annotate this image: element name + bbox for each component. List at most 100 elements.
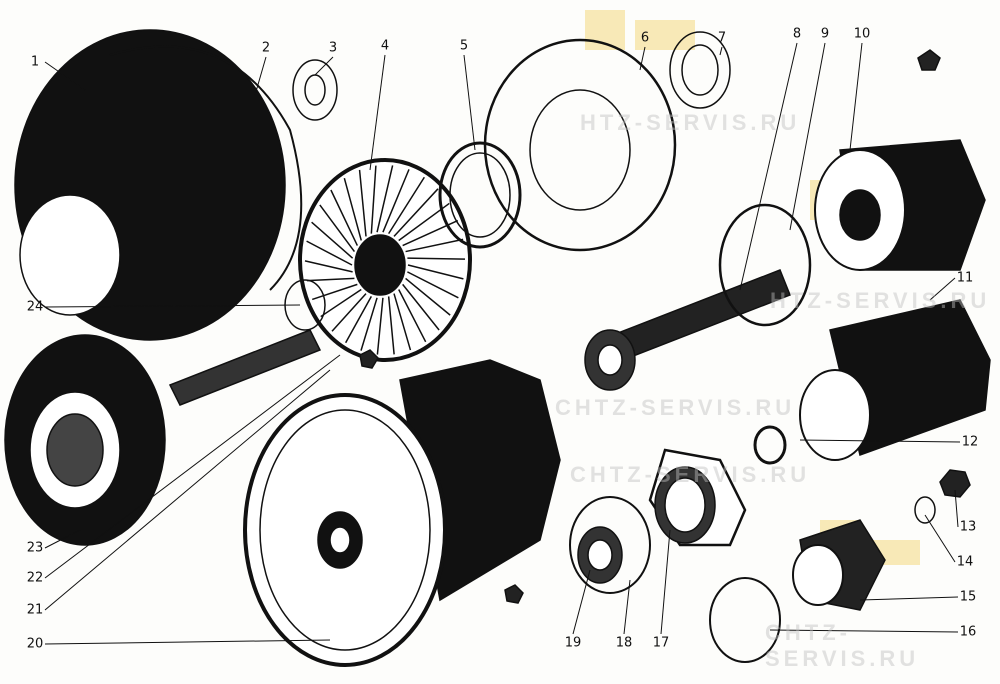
callout-label: 2	[261, 40, 271, 56]
leader-line	[719, 46, 723, 56]
callout-label: 10	[853, 26, 871, 42]
callout-label: 16	[959, 624, 977, 640]
disk-spoke	[360, 297, 378, 351]
part-1-drum	[14, 29, 286, 341]
leader-line	[769, 629, 959, 633]
part-17-nut	[648, 448, 747, 547]
callout-label: 15	[959, 589, 977, 605]
callout-label: 22	[26, 570, 44, 586]
watermark: CHTZ-SERVIS.RU	[555, 395, 796, 420]
leader-line	[929, 277, 956, 301]
disk-spoke	[405, 277, 451, 316]
part-13-nut	[939, 469, 971, 498]
nut	[917, 49, 941, 71]
disk-spoke	[306, 240, 353, 266]
callout-label: 11	[956, 270, 974, 286]
disk-spoke	[304, 260, 353, 273]
nut	[504, 584, 524, 604]
disk-spoke	[405, 238, 464, 253]
leader-line	[572, 569, 591, 635]
leader-line	[44, 304, 301, 308]
part-2-flange	[109, 45, 303, 291]
watermark: HTZ-SERVIS.RU	[770, 288, 991, 313]
disk-spoke	[402, 283, 440, 331]
callout-label: 7	[717, 30, 727, 46]
callout-label: 6	[640, 30, 650, 46]
callout-label: 20	[26, 636, 44, 652]
callout-label: 18	[615, 635, 633, 651]
part-6-plate	[483, 38, 677, 252]
callout-label: 9	[820, 26, 830, 42]
disk-spoke	[407, 271, 459, 299]
disk-spoke	[382, 169, 410, 233]
leader-line	[44, 61, 86, 91]
part-8-shaft	[584, 269, 791, 391]
part-16-oring	[709, 577, 781, 663]
disk-spoke	[376, 165, 394, 233]
disk-spoke	[370, 165, 377, 234]
disk-spoke	[311, 221, 354, 259]
leader-line	[623, 579, 631, 635]
disk-spoke	[320, 288, 362, 318]
disk-spoke	[388, 176, 425, 235]
leader-line	[849, 42, 863, 151]
disk-spoke	[407, 257, 466, 260]
callout-label: 12	[961, 434, 979, 450]
leader-line	[739, 42, 798, 291]
callout-label: 23	[26, 540, 44, 556]
disk-spoke	[344, 296, 373, 344]
callout-label: 13	[959, 519, 977, 535]
part-12-ring	[753, 425, 787, 465]
leader-line	[314, 56, 334, 76]
callout-label: 8	[792, 26, 802, 42]
disk-spoke	[319, 204, 356, 253]
part-4-disk	[298, 158, 472, 362]
watermark: HTZ-SERVIS.RU	[580, 110, 801, 135]
disk-spoke	[398, 289, 427, 343]
part-18-cup	[569, 496, 651, 594]
part-5-ring	[438, 141, 522, 249]
disk-spoke	[330, 189, 359, 246]
leader-line	[44, 529, 81, 549]
callout-label: 5	[459, 38, 469, 54]
leader-line	[859, 596, 959, 601]
leader-line	[924, 514, 956, 563]
disk-spoke	[393, 293, 412, 351]
part-7-washer	[669, 31, 731, 109]
leader-line	[954, 489, 959, 528]
nut	[359, 349, 379, 369]
leader-line	[44, 369, 331, 611]
disk-spoke	[343, 177, 362, 241]
callout-label: 4	[380, 38, 390, 54]
part-10-housing	[814, 139, 986, 271]
part-9-gasket	[718, 203, 812, 327]
watermark: CHTZ-SERVIS.RU	[570, 462, 811, 487]
leader-line	[44, 639, 331, 645]
leader-line	[254, 56, 267, 96]
callout-label: 3	[328, 40, 338, 56]
callout-label: 24	[26, 299, 44, 315]
disk-spoke	[387, 296, 395, 355]
leader-line	[369, 54, 386, 171]
watermark: CHTZ-SERVIS.RU	[765, 620, 920, 671]
leader-line	[463, 54, 476, 151]
leader-line	[660, 529, 671, 635]
callout-label: 1	[30, 54, 40, 70]
disk-spoke	[358, 169, 367, 237]
part-23-pulley	[4, 329, 322, 546]
disk-spoke	[311, 283, 358, 301]
part-20-cover	[243, 359, 561, 667]
disk-spoke	[393, 188, 439, 237]
disk-spoke	[376, 297, 384, 355]
part-11-sleeve	[799, 299, 991, 461]
part-15-gear	[792, 519, 886, 611]
disk-spoke	[306, 277, 355, 282]
leader-line	[44, 354, 341, 579]
part-14-washer	[914, 496, 936, 524]
disk-spoke	[407, 264, 464, 280]
callout-label: 17	[652, 635, 670, 651]
leader-line	[789, 42, 826, 231]
callout-label: 14	[956, 554, 974, 570]
